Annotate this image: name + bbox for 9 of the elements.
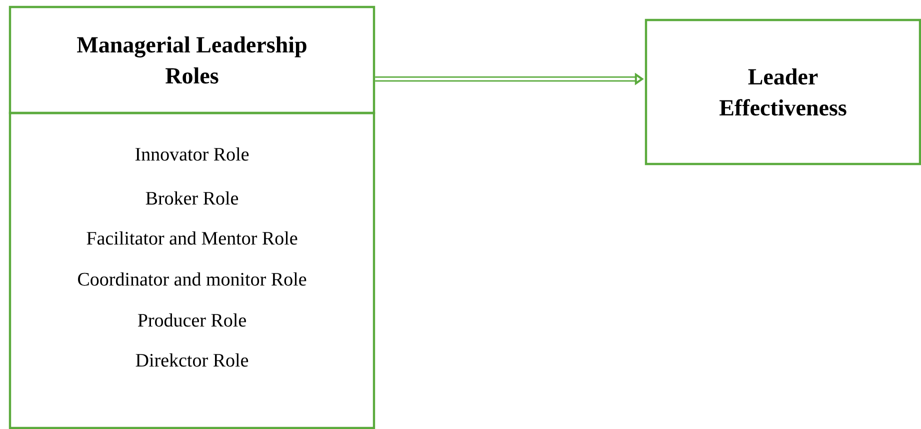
heading-box: Leader Effectiveness: [644, 18, 921, 166]
role-text: Coordinator and monitor Role: [78, 272, 306, 286]
role-text: Direkctor Role: [136, 353, 248, 367]
role-text: Facilitator and Mentor Role: [86, 231, 298, 245]
heading-box: Managerial Leadership Roles: [8, 6, 376, 114]
list-box: [8, 112, 376, 429]
role-text: Producer Role: [138, 313, 246, 327]
role-text: Innovator Role: [135, 147, 249, 161]
role-text: Broker Role: [146, 191, 238, 205]
